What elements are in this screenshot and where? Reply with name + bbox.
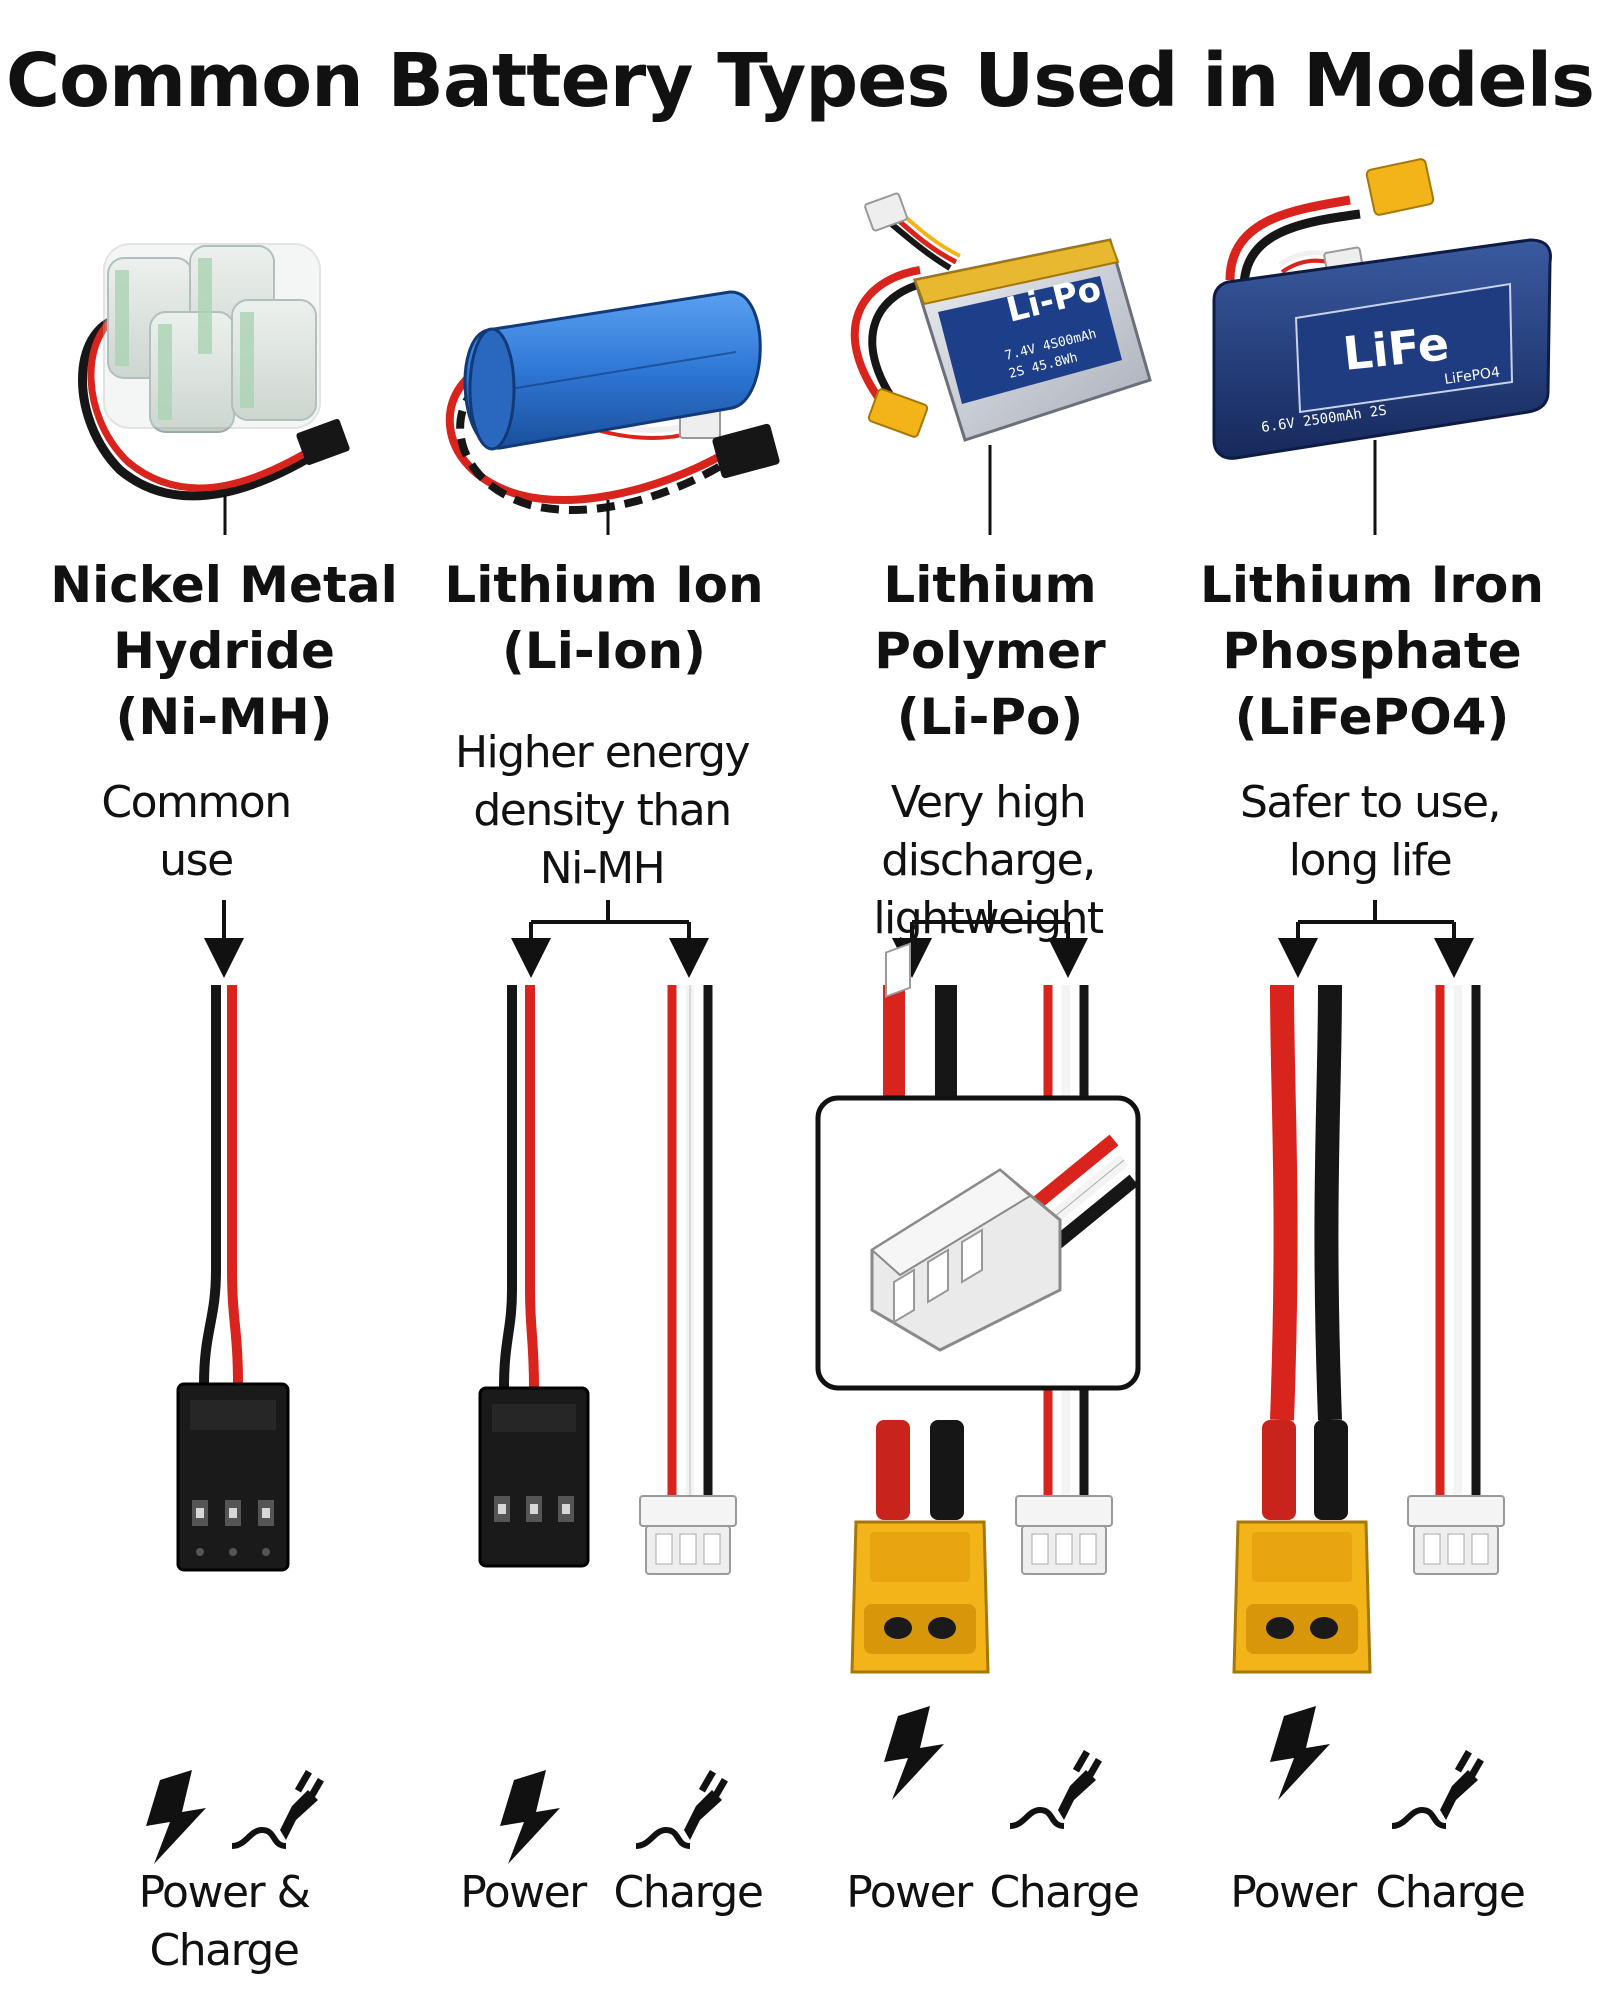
description-line: Safer to use, — [1239, 777, 1502, 828]
caption-line: Power — [846, 1867, 973, 1918]
caption-charge: Charge — [608, 1864, 768, 1922]
caption-power: Power — [1218, 1864, 1368, 1922]
caption-charge: Charge — [984, 1864, 1144, 1922]
battery-description: Safer to use, long life — [1170, 774, 1570, 890]
caption-power: Power — [448, 1864, 598, 1922]
lightning-icon — [500, 1770, 560, 1864]
battery-description: Higher energy density than Ni-MH — [402, 724, 802, 898]
liion-pack-image — [445, 290, 780, 535]
description-line: Ni-MH — [539, 843, 666, 894]
description-line: long life — [1288, 835, 1453, 886]
battery-name-line: Polymer — [874, 622, 1106, 680]
life-pack-sublabel: LiFePO4 — [1443, 364, 1501, 388]
battery-name-line: Lithium Ion — [444, 556, 764, 614]
caption-line: Power — [1230, 1867, 1357, 1918]
caption-power: Power — [834, 1864, 984, 1922]
caption-line: Charge — [989, 1867, 1140, 1918]
plug-icon — [635, 1769, 728, 1849]
battery-name-line: (Li-Po) — [896, 688, 1084, 746]
lipo-pack-image: Li-Po 7.4V 4S00mAh 2S 45.8Wh — [850, 192, 1152, 535]
battery-name-line: (Li-Ion) — [501, 622, 706, 680]
description-line: density than — [473, 785, 732, 836]
battery-name-line: (Ni-MH) — [115, 688, 333, 746]
description-line: use — [159, 835, 234, 886]
life-bracket — [1278, 900, 1474, 978]
caption-charge: Charge — [1370, 1864, 1530, 1922]
battery-column-nimh: Nickel Metal Hydride (Ni-MH) Common use — [24, 0, 424, 2016]
plug-icon — [231, 1769, 324, 1849]
battery-description: Common use — [0, 774, 396, 890]
battery-column-lipo: Lithium Polymer (Li-Po) Very high discha… — [792, 0, 1192, 2016]
liion-balance-lead — [639, 985, 737, 1575]
balance-plug-callout — [815, 942, 1141, 1391]
life-xt60-lead — [1232, 984, 1372, 1674]
lightning-icon — [884, 1706, 944, 1800]
caption-line: Power — [460, 1867, 587, 1918]
caption-line: Charge — [1375, 1867, 1526, 1918]
description-line: Very high discharge, — [881, 777, 1096, 886]
battery-name-line: Lithium Iron — [1200, 556, 1544, 614]
caption-line: Charge — [613, 1867, 764, 1918]
battery-name-line: Hydride — [113, 622, 335, 680]
liion-servo-lead — [478, 985, 590, 1568]
battery-name: Nickel Metal Hydride (Ni-MH) — [24, 552, 424, 750]
battery-name-line: (LiFePO4) — [1234, 688, 1510, 746]
plug-icon — [1391, 1749, 1484, 1829]
battery-name-line: Phosphate — [1222, 622, 1522, 680]
description-line: Common — [101, 777, 292, 828]
battery-name: Lithium Polymer (Li-Po) — [790, 552, 1190, 750]
life-balance-lead — [1407, 985, 1505, 1575]
battery-name-line: Nickel Metal — [50, 556, 398, 614]
battery-name: Lithium Iron Phosphate (LiFePO4) — [1172, 552, 1572, 750]
lightning-icon — [146, 1770, 206, 1864]
lightning-icon — [1270, 1706, 1330, 1800]
liion-bracket — [511, 900, 709, 978]
plug-icon — [1009, 1749, 1102, 1829]
nimh-pack-image — [78, 243, 350, 535]
battery-name: Lithium Ion (Li-Ion) — [404, 552, 804, 684]
battery-description: Very high discharge, lightweight — [788, 774, 1188, 948]
nimh-servo-lead — [176, 985, 290, 1572]
caption-line: Charge — [149, 1925, 300, 1976]
description-line: lightweight — [873, 893, 1104, 944]
description-line: Higher energy — [454, 727, 751, 778]
battery-name-line: Lithium — [883, 556, 1097, 614]
lipo-bracket — [892, 900, 1088, 978]
life-pack-label: LiFe — [1341, 316, 1452, 381]
caption-power-and-charge: Power & Charge — [124, 1864, 324, 1980]
battery-column-lifepo4: Lithium Iron Phosphate (LiFePO4) Safer t… — [1176, 0, 1576, 2016]
lifepo4-pack-image: LiFe LiFePO4 6.6V 2500mAh 2S — [1212, 158, 1552, 535]
battery-column-liion: Lithium Ion (Li-Ion) Higher energy densi… — [408, 0, 808, 2016]
caption-line: Power & — [138, 1867, 311, 1918]
lipo-xt60-lead — [850, 985, 990, 1674]
page-title: Common Battery Types Used in Models — [5, 38, 1595, 124]
